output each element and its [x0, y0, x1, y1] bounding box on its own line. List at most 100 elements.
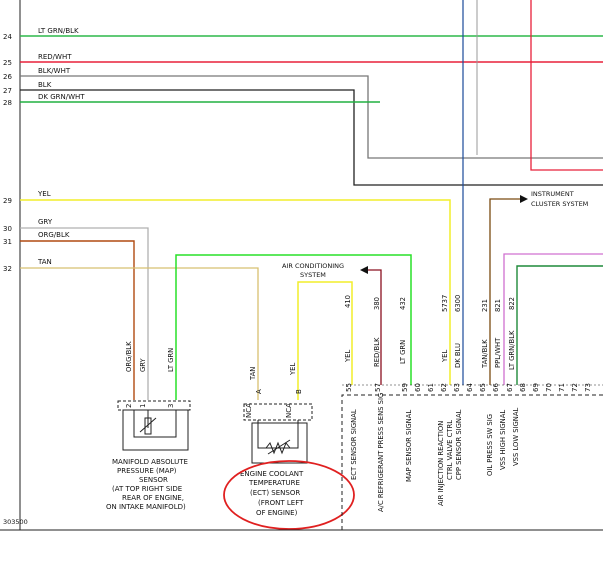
color-821: PPL/WHT	[494, 337, 502, 368]
wire-29	[20, 199, 451, 385]
red-vertical	[530, 0, 603, 171]
wire-32	[20, 267, 259, 400]
map-caption-3: SENSOR	[139, 476, 168, 484]
map-caption-2: PRESSURE (MAP)	[117, 467, 177, 475]
color-822: LT GRN/BLK	[508, 330, 516, 370]
color-380: RED/BLK	[373, 337, 381, 367]
circuit-380: 380	[373, 297, 381, 310]
circuit-231: 231	[481, 299, 489, 312]
pin-30: 30	[3, 225, 12, 233]
circuit-432: 432	[399, 297, 407, 310]
map-caption-5: REAR OF ENGINE,	[122, 494, 184, 502]
label-28: DK GRN/WHT	[38, 93, 85, 101]
map-wire-label-orgblk: ORG/BLK	[125, 341, 133, 372]
label-26: BLK/WHT	[38, 67, 71, 75]
circuit-821: 821	[494, 299, 502, 312]
pcm-pin-55: 55	[345, 383, 353, 392]
wire-30	[20, 227, 149, 400]
instrument-label-1: INSTRUMENT	[531, 190, 574, 198]
color-410: YEL	[344, 350, 352, 363]
ac-label-1: AIR CONDITIONING	[282, 262, 344, 270]
map-internal	[133, 410, 177, 438]
map-sensor-box	[122, 409, 189, 451]
signal-ctrl-valve: CTRL VALVE CTRL	[446, 420, 454, 480]
pin-31: 31	[3, 238, 12, 246]
pin-24: 24	[3, 33, 12, 41]
wire-27	[20, 89, 603, 186]
map-sensor: ORG/BLK GRY LT GRN 2 1 3 MANIFOLD ABSOLU…	[106, 341, 191, 511]
map-pin-2: 2	[125, 404, 133, 408]
ac-wire	[368, 269, 382, 385]
ect-sensor-box	[251, 422, 308, 464]
wire-26	[20, 75, 603, 159]
ect-caption-2: TEMPERATURE	[248, 479, 300, 487]
ect-caption-1: ENGINE COOLANT	[240, 470, 304, 478]
signal-map: MAP SENSOR SIGNAL	[405, 410, 413, 482]
pcm-pin-59: 59	[401, 383, 409, 392]
figure-id: 303500	[3, 518, 28, 526]
pin-25: 25	[3, 59, 12, 67]
instrument-arrow	[520, 195, 528, 203]
ect-caption-4: (FRONT LEFT	[258, 499, 304, 507]
map-pin-3: 3	[167, 404, 175, 408]
label-32: TAN	[37, 258, 52, 266]
wire-31	[20, 240, 135, 400]
ect-wire-label-tan: TAN	[249, 367, 257, 381]
pcm-pin-61: 61	[427, 383, 435, 392]
ect-pin-nca-b: NCA	[285, 403, 293, 418]
label-24: LT GRN/BLK	[38, 27, 79, 35]
label-31: ORG/BLK	[38, 231, 70, 239]
pin-26: 26	[3, 73, 12, 81]
label-29: YEL	[37, 190, 51, 198]
tan-blk-wire	[489, 198, 520, 385]
circuit-labels: 410 YEL 380 RED/BLK 432 LT GRN 5737 YEL …	[344, 295, 516, 370]
pin-27: 27	[3, 87, 12, 95]
ect-wire-label-yel: YEL	[289, 363, 297, 376]
pcm-pin-63: 63	[453, 383, 461, 392]
pin-32: 32	[3, 265, 12, 273]
signal-vss-high: VSS HIGH SIGNAL	[499, 410, 507, 470]
pcm-pin-66: 66	[492, 383, 500, 392]
ect-signal-wire	[297, 281, 353, 400]
pin-29: 29	[3, 197, 12, 205]
ect-pin-b: B	[295, 389, 303, 394]
ect-highlight-circle	[223, 460, 355, 530]
color-5737: YEL	[441, 350, 449, 363]
map-signal-wire	[175, 254, 412, 400]
signal-ect: ECT SENSOR SIGNAL	[350, 409, 358, 480]
circuit-410: 410	[344, 295, 352, 308]
signal-ac-press: A/C REFRIGERANT PRESS SENS SIG	[377, 393, 385, 512]
map-caption-6: ON INTAKE MANIFOLD)	[106, 503, 186, 511]
color-432: LT GRN	[399, 340, 407, 364]
map-wire-label-gry: GRY	[139, 357, 147, 372]
pcm-connector: 55 57 59 60 61 62 63 64 65 66 67 68 69 7…	[341, 383, 603, 530]
instrument-label-2: CLUSTER SYSTEM	[531, 200, 588, 208]
pin-28: 28	[3, 99, 12, 107]
circuit-6300: 6300	[454, 295, 462, 312]
label-30: GRY	[38, 218, 53, 226]
ect-pin-a: A	[255, 389, 263, 394]
pcm-pin-73: 73	[584, 383, 592, 392]
color-6300: DK BLU	[454, 343, 462, 368]
lt-grn-blk-wire	[516, 265, 603, 385]
map-caption-4: (AT TOP RIGHT SIDE	[112, 485, 182, 493]
pcm-pin-69: 69	[532, 383, 540, 392]
map-caption-1: MANIFOLD ABSOLUTE	[112, 458, 188, 466]
ect-caption-3: (ECT) SENSOR	[250, 489, 300, 497]
pcm-pin-64: 64	[466, 383, 474, 392]
pcm-pin-62: 62	[440, 383, 448, 392]
pcm-pin-65: 65	[479, 383, 487, 392]
pcm-pin-60: 60	[414, 383, 422, 392]
pcm-pin-71: 71	[558, 383, 566, 392]
circuit-822: 822	[508, 297, 516, 310]
signal-air-injection: AIR INJECTION REACTION	[437, 421, 445, 506]
ac-arrow	[360, 266, 368, 274]
ect-caption-5: OF ENGINE)	[256, 509, 298, 517]
ppl-wht-wire	[503, 253, 603, 385]
map-pin-1: 1	[139, 404, 147, 408]
color-231: TAN/BLK	[481, 339, 489, 369]
ac-label-2: SYSTEM	[300, 271, 326, 279]
signal-oil-press: OIL PRESS SW SIG	[486, 414, 494, 476]
circuit-5737: 5737	[441, 295, 449, 312]
